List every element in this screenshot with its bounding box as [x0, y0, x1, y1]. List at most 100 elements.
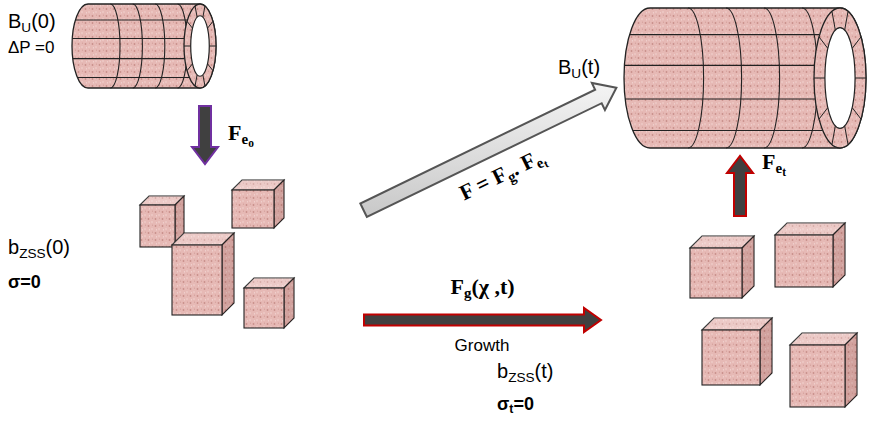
text-run: (t) [535, 360, 554, 382]
wall-line [208, 21, 213, 28]
text-run: F [762, 149, 775, 174]
text-run: σ=0 [8, 272, 41, 292]
tube-line [625, 98, 815, 99]
text-run: σ [497, 394, 509, 414]
wall-line [852, 108, 861, 120]
text-run: (χ ,t) [471, 274, 514, 299]
tube-ring [133, 4, 143, 88]
cube-front [172, 245, 222, 315]
text-run: (t) [581, 56, 600, 78]
subscript: t [509, 402, 513, 416]
wall-line [819, 37, 828, 49]
state-label: BU(t) [558, 56, 600, 81]
cube-side-shade [222, 233, 234, 315]
tube-ring [764, 8, 780, 148]
wall-line [187, 64, 192, 71]
wall-line [184, 46, 191, 47]
subscript: t [782, 166, 786, 178]
tube-body [624, 8, 866, 148]
wall-line [819, 108, 828, 120]
cube-side-shade [760, 318, 772, 385]
subscript: ZSS [19, 246, 45, 261]
tube-line [75, 19, 187, 20]
cube-side [845, 333, 857, 407]
text-run: F = F [455, 161, 511, 205]
cube-front [232, 190, 274, 228]
tube-body [72, 4, 216, 88]
tissue-state: BU(t) [620, 2, 888, 152]
wall-line [209, 46, 216, 47]
text-run: B [558, 56, 571, 78]
wall-line [208, 64, 213, 71]
cube-front [790, 345, 845, 407]
subscript: t [542, 157, 551, 169]
wall-line [203, 6, 205, 17]
subscript: e [776, 160, 783, 176]
text-run: b [497, 360, 508, 382]
block-arrow [192, 106, 218, 164]
cube-side [833, 223, 845, 287]
cube-side-shade [284, 278, 294, 328]
block-arrow [364, 308, 601, 332]
text-run: F [228, 120, 241, 145]
state-label: σ=0 [8, 272, 41, 293]
tube-ring [688, 8, 704, 148]
wall-line [195, 6, 197, 17]
tissue-illustration [72, 4, 866, 407]
wall-line [832, 126, 835, 145]
cube [790, 333, 857, 407]
text-run: F [450, 274, 463, 299]
cube-front [775, 235, 833, 287]
text-run: . F [507, 147, 540, 180]
subscript: e [534, 154, 547, 171]
wall-line [845, 126, 848, 145]
cube [244, 278, 294, 328]
cube-front [140, 205, 175, 247]
state-label: bZSS(t) [497, 360, 553, 385]
tube [72, 4, 216, 88]
cube-side [284, 278, 294, 328]
cube-side-shade [274, 180, 284, 228]
tube-ring [726, 8, 742, 148]
text-run: ΔP =0 [8, 38, 55, 57]
cube-side-shade [742, 236, 754, 298]
subscript: e [242, 131, 249, 147]
wall-line [203, 75, 205, 86]
tube-end [814, 8, 866, 148]
cube [690, 236, 754, 298]
tensor-label: F = Fg. Fet [455, 143, 551, 210]
wall-line [814, 78, 825, 79]
tensor-label: Fg(χ ,t) [450, 274, 514, 302]
wall-line [845, 11, 848, 30]
text-run: B [8, 10, 21, 32]
tensor-label: Feo [228, 120, 254, 149]
wall-line [832, 11, 835, 30]
cube-front [244, 288, 284, 328]
wall-line [855, 78, 866, 79]
wall-line [852, 37, 861, 49]
subscript: g [464, 285, 471, 301]
cube [702, 318, 772, 385]
tube-line [77, 77, 189, 78]
tube-line [72, 38, 184, 39]
subscript: U [21, 20, 31, 35]
text-run: (0) [46, 236, 70, 258]
subscript: o [248, 137, 254, 149]
cube [775, 223, 845, 287]
block-arrow [727, 156, 753, 216]
cube-side [274, 180, 284, 228]
cube-side [222, 233, 234, 315]
tube-line [624, 65, 814, 66]
wall-line [187, 21, 192, 28]
tissue-state: bZSS(0)σ=0 [125, 168, 360, 343]
cube [172, 233, 234, 315]
tube-line [73, 58, 185, 59]
tensor-label: Fet [762, 149, 786, 178]
state-label: BU(0) [8, 10, 56, 35]
text-run: b [8, 236, 19, 258]
tube-lumen [825, 28, 855, 129]
